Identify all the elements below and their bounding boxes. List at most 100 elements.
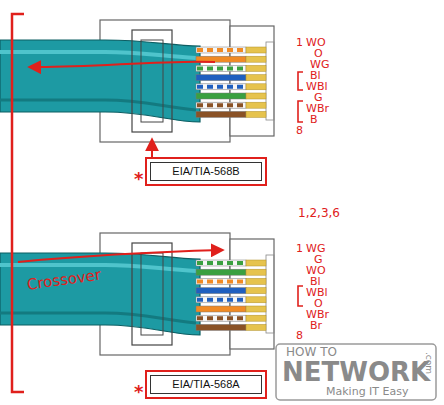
wire-color-note: WG [310,59,329,71]
red-bracket [298,72,303,90]
red-bracket [298,286,303,306]
wire-insulation [196,47,246,53]
wire-insulation [196,65,246,71]
wire-stripe [197,66,245,70]
wire-color-note: O [314,48,323,60]
red-highlight [146,158,266,185]
wire-stripe [197,261,245,265]
gold-contact [246,102,266,108]
wire-insulation [196,324,246,330]
wire-stripe [197,103,245,107]
wire [196,269,266,275]
wire [196,65,266,71]
wire-stripe [197,279,245,283]
gold-contact [246,75,266,81]
gold-contact [246,315,266,321]
wire-insulation [196,315,246,321]
wire-insulation [196,84,246,90]
standard-label-box: EIA/TIA-568B [150,162,262,181]
pin-number: 8 [296,330,303,342]
red-highlight [146,371,266,398]
wire [196,93,266,99]
gold-contact [246,269,266,275]
wire-stripe [197,298,245,302]
wire-stripe [197,85,245,89]
red-arrow [151,140,153,158]
wire [196,278,266,284]
watermark-frame [276,344,436,400]
standard-label-box: EIA/TIA-568A [150,375,262,394]
wire-insulation [196,297,246,303]
wire-color-note: WBl [306,287,327,299]
wire [196,288,266,294]
wire-color-note: WBr [306,103,329,115]
wire-color-note: WG [306,243,325,255]
wire-stripe [197,48,245,52]
pin-number: 8 [296,125,303,137]
wire [196,111,266,117]
wire-insulation [196,111,246,117]
wire-color-note: WBl [306,81,327,93]
wire [196,315,266,321]
pin-list: 1,2,3,6 [298,207,340,220]
gold-contact [246,65,266,71]
wire-color-note: Bl [310,276,321,288]
wire-color-note: WO [306,37,326,49]
pin-number: 1 [296,37,303,49]
gold-contact [246,324,266,330]
wire [196,297,266,303]
asterisk-mark: * [134,170,143,189]
red-bracket [298,101,303,122]
pin-number: 1 [296,243,303,255]
gold-contact [246,93,266,99]
wire [196,84,266,90]
wire [196,306,266,312]
rj45-plug-568b [0,20,274,142]
wire-color-note: WBr [306,309,329,321]
red-bracket [12,14,24,392]
gold-contact [246,260,266,266]
red-arrow [30,62,215,67]
standard-name: EIA/TIA-568B [157,165,255,178]
wire-insulation [196,260,246,266]
wire-set-568b [196,47,266,117]
wire [196,75,266,81]
watermark-text: Making IT Easy [326,386,409,398]
asterisk-mark: * [134,383,143,402]
wire [196,102,266,108]
gold-contact [246,306,266,312]
wire-stripe [197,316,245,320]
gold-contact [246,288,266,294]
gold-contact [246,297,266,303]
wire [196,260,266,266]
watermark-text: HOW TO [286,346,337,359]
standard-name: EIA/TIA-568A [157,378,255,391]
wire-insulation [196,102,246,108]
gold-contact [246,84,266,90]
wire-color-note: G [314,92,323,104]
gold-contact [246,278,266,284]
wire-color-note: O [314,298,323,310]
gold-contact [246,47,266,53]
wire [196,47,266,53]
wire [196,324,266,330]
wire-color-note: G [314,254,323,266]
rj45-plug-568a [0,233,274,355]
wire-color-note: Bl [310,70,321,82]
wire-color-note: B [310,114,318,126]
wire-insulation [196,278,246,284]
wire-insulation [196,269,246,275]
wire-set-568a [196,260,266,330]
red-arrow [18,250,222,262]
wire-insulation [196,306,246,312]
wire-color-note: Br [310,320,322,332]
wire-color-note: WO [306,265,326,277]
watermark-text: .com [424,352,433,374]
gold-contact [246,56,266,62]
wire-insulation [196,75,246,81]
wire-insulation [196,288,246,294]
gold-contact [246,111,266,117]
